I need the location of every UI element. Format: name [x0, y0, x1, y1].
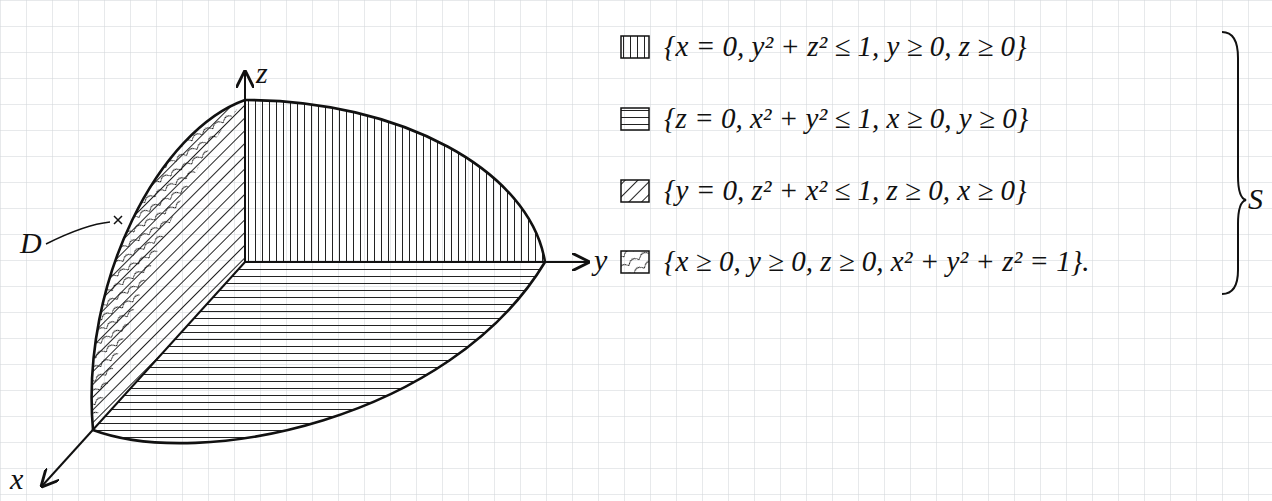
axis-label: y [594, 243, 607, 276]
set-definition: {x = 0, y² + z² ≤ 1, y ≥ 0, z ≥ 0} [664, 31, 1027, 63]
x0-face [245, 100, 545, 262]
leader-line [46, 222, 110, 244]
hatch-swatch [620, 179, 650, 203]
point-mark [114, 216, 122, 224]
surface-label: S [1248, 182, 1263, 215]
axis-label: z [256, 56, 268, 89]
hatch-swatch [620, 250, 650, 274]
hatch-swatch [620, 107, 650, 131]
sphere-outline [92, 100, 245, 430]
x-axis [42, 262, 245, 486]
sphere-surface [92, 100, 245, 430]
region-label: D [20, 226, 42, 259]
y0-face [92, 100, 245, 430]
set-definition: {x ≥ 0, y ≥ 0, z ≥ 0, x² + y² + z² = 1}. [664, 246, 1090, 278]
hatch-sample [621, 251, 649, 273]
sphere-outline [245, 100, 545, 262]
set-definition: {y = 0, z² + x² ≤ 1, z ≥ 0, x ≥ 0} [664, 175, 1027, 207]
hatch-sample [621, 108, 649, 130]
set-definition: {z = 0, x² + y² ≤ 1, x ≥ 0, y ≥ 0} [664, 103, 1028, 135]
axis-label: x [10, 462, 23, 495]
brace [1222, 32, 1246, 294]
sphere-outline [93, 262, 545, 443]
hatch-sample [621, 180, 649, 202]
z-axis [244, 72, 246, 262]
y-axis [245, 261, 588, 263]
hatch-sample [621, 36, 649, 58]
hatch-swatch [620, 35, 650, 59]
